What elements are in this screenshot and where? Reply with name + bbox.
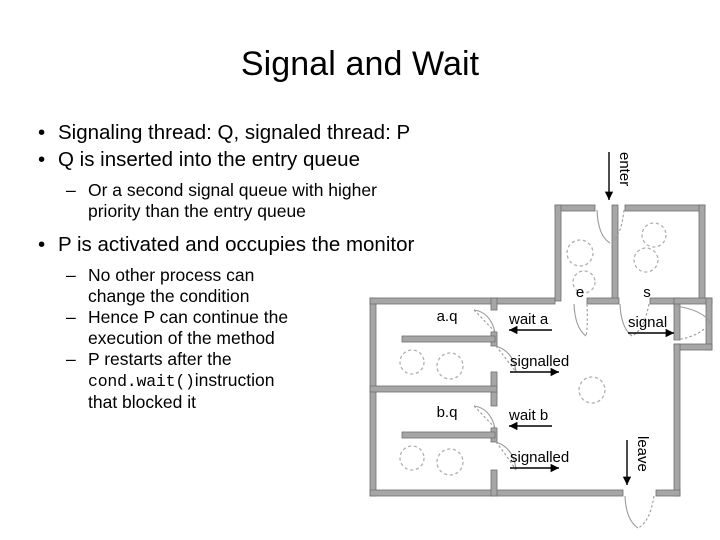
door-arc bbox=[675, 321, 711, 341]
door-arcs-layer bbox=[473, 209, 711, 529]
label-enter: enter bbox=[616, 152, 633, 186]
list-item: – P restarts after the cond.wait()instru… bbox=[24, 349, 494, 413]
wall-segment bbox=[490, 297, 498, 311]
wall-segment bbox=[698, 204, 706, 302]
label-room-e: e bbox=[576, 284, 584, 301]
list-item-text-continued: priority than the entry queue bbox=[88, 201, 306, 221]
wall-segment bbox=[554, 204, 562, 302]
monitor-floorplan-diagram: enter e s a.q b.q wait a signalled wait … bbox=[362, 140, 714, 540]
arrows-layer bbox=[509, 152, 674, 485]
bullet-dot-icon: • bbox=[38, 148, 46, 171]
wall-segment bbox=[369, 297, 556, 305]
door-arc bbox=[495, 345, 517, 373]
list-item-text-after-code: instruction bbox=[194, 370, 275, 390]
wall-segment bbox=[611, 204, 619, 302]
thread-token bbox=[566, 239, 594, 267]
bullet-dash-icon: – bbox=[66, 265, 76, 285]
label-wait-b: wait b bbox=[508, 407, 548, 424]
page-title: Signal and Wait bbox=[240, 45, 480, 83]
bullet-dash-icon: – bbox=[66, 307, 76, 327]
thread-token bbox=[572, 270, 596, 294]
list-item-text-continued: execution of the method bbox=[88, 328, 275, 348]
door-arc bbox=[473, 309, 496, 333]
list-item-text: P is activated and occupies the monitor bbox=[58, 233, 415, 256]
inline-code: cond.wait() bbox=[88, 372, 195, 391]
walls-layer bbox=[369, 204, 713, 497]
door-arc bbox=[495, 345, 517, 373]
wall-segment bbox=[369, 385, 498, 393]
door-arc bbox=[495, 441, 517, 471]
wall-segment bbox=[490, 469, 498, 497]
list-item-text: Hence P can continue the bbox=[88, 307, 289, 327]
door-arc bbox=[596, 209, 611, 244]
door-arc bbox=[619, 303, 633, 337]
label-room-s: s bbox=[643, 284, 651, 301]
label-wait-a: wait a bbox=[508, 311, 549, 328]
wall-segment bbox=[655, 489, 681, 497]
list-item-text: No other process can bbox=[88, 265, 255, 285]
label-leave: leave bbox=[634, 436, 651, 472]
label-signalled-a: signalled bbox=[510, 353, 569, 370]
door-arc bbox=[624, 495, 639, 529]
wall-segment bbox=[673, 343, 681, 497]
label-room-aq: a.q bbox=[437, 308, 458, 325]
door-arc bbox=[631, 303, 650, 337]
list-item-text-continued: change the condition bbox=[88, 286, 250, 306]
door-arc bbox=[573, 303, 587, 337]
list-item: • Q is inserted into the entry queue bbox=[24, 147, 494, 172]
thread-token bbox=[436, 352, 464, 380]
door-arc bbox=[675, 305, 711, 323]
door-arc bbox=[495, 441, 517, 471]
wall-segment bbox=[490, 391, 498, 407]
label-signalled-b: signalled bbox=[510, 449, 569, 466]
list-item-text: Signaling thread: Q, signaled thread: P bbox=[58, 121, 411, 144]
list-item-code-line: cond.wait()instruction bbox=[88, 370, 494, 392]
bullet-dot-icon: • bbox=[38, 233, 46, 256]
thread-token bbox=[436, 448, 464, 476]
bullet-dash-icon: – bbox=[66, 180, 76, 200]
bullet-list: • Signaling thread: Q, signaled thread: … bbox=[24, 120, 494, 413]
wall-segment bbox=[586, 297, 620, 305]
occupants-layer bbox=[399, 222, 667, 476]
door-arc bbox=[637, 495, 655, 529]
door-arc bbox=[473, 405, 496, 429]
door-arc bbox=[473, 309, 496, 333]
list-item-text-continued: that blocked it bbox=[88, 392, 196, 412]
door-arc bbox=[609, 209, 625, 244]
list-item-text: P restarts after the bbox=[88, 349, 232, 369]
bullet-dash-icon: – bbox=[66, 349, 76, 369]
list-item: • P is activated and occupies the monito… bbox=[24, 232, 494, 257]
list-item: • Signaling thread: Q, signaled thread: … bbox=[24, 120, 494, 145]
thread-token bbox=[399, 349, 425, 375]
list-item: – Hence P can continue the execution of … bbox=[24, 307, 494, 349]
label-room-bq: b.q bbox=[437, 404, 458, 421]
queue-barrier-bar bbox=[401, 431, 496, 439]
door-arc bbox=[585, 303, 588, 337]
wall-segment bbox=[369, 297, 377, 497]
thread-token bbox=[641, 222, 667, 248]
label-signal: signal bbox=[628, 314, 667, 331]
labels-layer: enter e s a.q b.q wait a signalled wait … bbox=[437, 152, 668, 472]
bullet-dot-icon: • bbox=[38, 121, 46, 144]
list-item: – Or a second signal queue with higher p… bbox=[24, 180, 494, 222]
door-arc bbox=[473, 405, 496, 429]
queue-barrier-bar bbox=[401, 335, 496, 343]
list-item-text: Or a second signal queue with higher bbox=[88, 180, 377, 200]
list-item: – No other process can change the condit… bbox=[24, 265, 494, 307]
thread-token bbox=[578, 376, 606, 404]
wall-segment bbox=[624, 204, 706, 212]
list-item-text: Q is inserted into the entry queue bbox=[58, 148, 360, 171]
thread-token bbox=[399, 445, 425, 471]
thread-token bbox=[633, 247, 659, 273]
